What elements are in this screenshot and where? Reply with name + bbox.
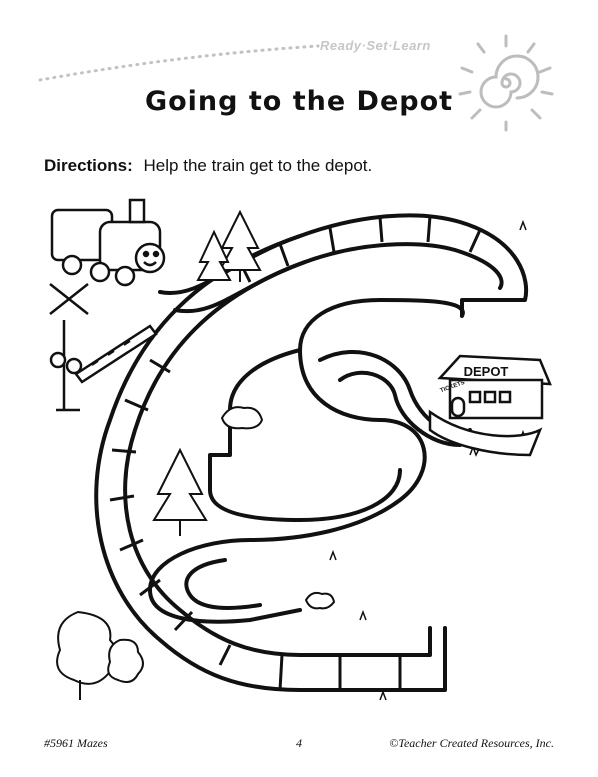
- directions-label: Directions:: [44, 156, 133, 175]
- directions: Directions: Help the train get to the de…: [44, 156, 372, 176]
- header-dotted-arc: [38, 44, 320, 82]
- train-icon: [50, 198, 166, 287]
- directions-text: Help the train get to the depot.: [143, 156, 373, 175]
- footer-page-number: 4: [296, 736, 302, 750]
- rocks: [220, 406, 336, 610]
- maze-illustration: DEPOT TICKETS: [49, 198, 552, 701]
- sun-spiral-icon: [458, 34, 554, 132]
- footer-book-code: #5961 Mazes: [44, 736, 108, 750]
- track-inner-rail: [173, 242, 504, 314]
- page-title: Going to the Depot: [144, 86, 454, 117]
- track-outer-rail: [158, 213, 529, 542]
- trees: [56, 209, 262, 700]
- railroad-crossing-signal-icon: [49, 283, 158, 412]
- depot-sign: DEPOT: [464, 364, 509, 379]
- brand-logo-text: Ready·Set·Learn: [320, 38, 431, 53]
- track-ties: [109, 215, 482, 691]
- depot-building-icon: [428, 354, 552, 457]
- footer-copyright: ©Teacher Created Resources, Inc.: [389, 736, 554, 750]
